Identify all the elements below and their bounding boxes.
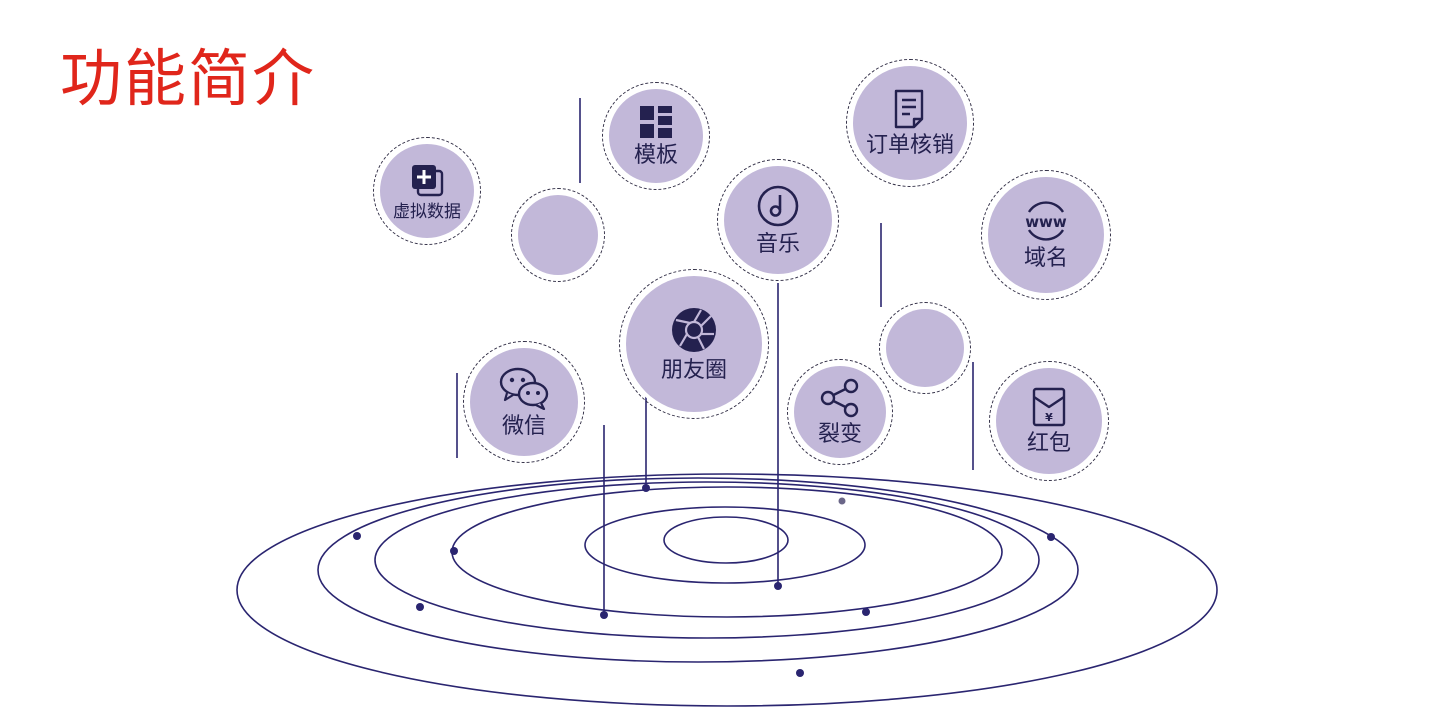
svg-text:¥: ¥ [1045,411,1053,424]
add-copy-icon [412,164,444,196]
feature-label: 裂变 [817,422,862,447]
decorative-bubble [879,302,971,394]
decorative-bubble [511,188,605,282]
feature-label: 订单核销 [865,133,954,158]
feature-label: 虚拟数据 [393,201,461,222]
orbit-ring-3 [374,481,1040,639]
orbit-dot [838,497,846,505]
feature-order-verify[interactable]: 订单核销 [846,59,974,187]
share-icon [820,378,859,418]
red-envelope-icon: ¥ [1032,387,1066,427]
orbit-dot [416,603,424,611]
orbit-dot [353,532,361,540]
feature-label: 域名 [1023,246,1068,271]
orbit-dot [450,547,458,555]
wechat-icon [499,367,549,410]
orbit-dot [642,484,650,492]
feature-virtual-data[interactable]: 虚拟数据 [373,137,481,245]
orbit-ring-2 [317,477,1079,663]
feature-label: 微信 [501,414,546,439]
music-note-icon [757,185,799,227]
page-title: 功能简介 [60,42,317,115]
feature-music[interactable]: 音乐 [717,159,839,281]
feature-template[interactable]: 模板 [602,82,710,190]
orbit-ring-1 [236,473,1218,707]
feature-label: 朋友圈 [660,358,727,383]
feature-wechat[interactable]: 微信 [463,341,585,463]
feature-label: 红包 [1026,431,1071,456]
camera-aperture-icon [672,308,716,352]
orbit-ring-5 [584,506,866,584]
document-icon [894,89,924,129]
orbit-dot [796,669,804,677]
feature-moments[interactable]: 朋友圈 [619,269,769,419]
orbit-dot [774,582,782,590]
orbit-dot [862,608,870,616]
orbit-ring-6 [663,516,789,564]
orbit-dot [1047,533,1055,541]
feature-fission[interactable]: 裂变 [787,359,893,465]
feature-label: 音乐 [755,232,800,257]
svg-text:www: www [1025,213,1067,231]
layout-grid-icon [640,106,672,138]
www-globe-icon: www [1025,201,1067,241]
feature-red-packet[interactable]: ¥ 红包 [989,361,1109,481]
feature-label: 模板 [633,143,678,168]
feature-domain[interactable]: www 域名 [981,170,1111,300]
orbit-dot [600,611,608,619]
